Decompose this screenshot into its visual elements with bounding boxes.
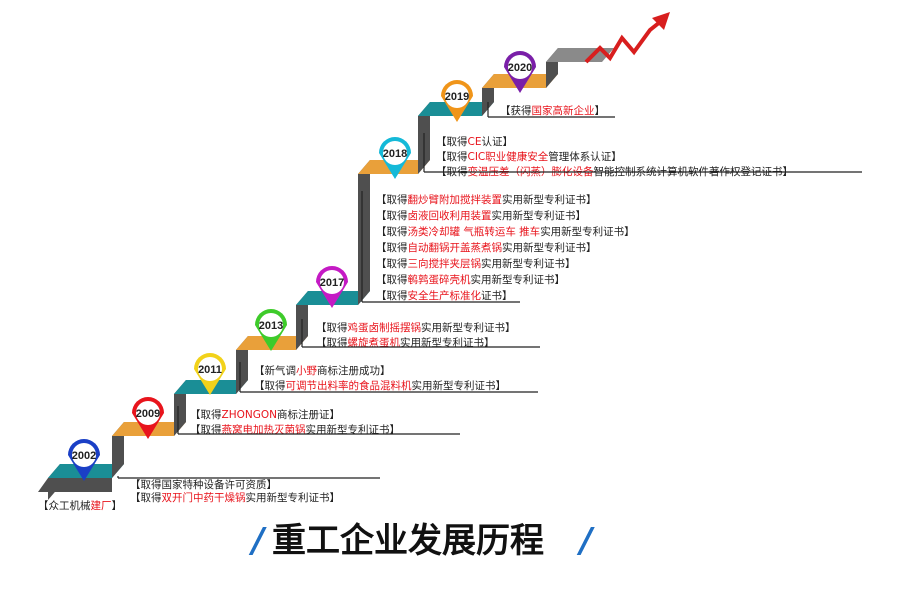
growth-arrow-line (584, 20, 662, 64)
milestone-line: 【取得螺旋煮蛋机实用新型专利证书】 (316, 336, 495, 349)
milestone-line: 【取得安全生产标准化证书】 (376, 289, 513, 302)
stair-riser (236, 336, 248, 394)
pin-inner (259, 313, 283, 337)
year-pin-2020: 2020 (504, 51, 536, 93)
milestone-line: 【取得卤液回收利用装置实用新型专利证书】 (376, 209, 586, 222)
milestone-block-2002: 【取得国家特种设备许可资质】【取得双开门中药干燥锅实用新型专利证书】 (117, 476, 380, 504)
stair-base (38, 478, 112, 492)
milestone-line: 【取得双开门中药干燥锅实用新型专利证书】 (130, 491, 340, 504)
year-label: 2020 (508, 62, 532, 74)
milestone-line: 【取得鹌鹑蛋碎壳机实用新型专利证书】 (376, 273, 565, 286)
milestone-block-2018: 【取得CE认证】【取得CIC职业健康安全管理体系认证】【取得变温压差（闪蒸）膨化… (423, 133, 862, 178)
year-label: 2011 (198, 364, 222, 376)
year-markers: 2002 2009 2011 2013 2017 2018 2019 2020 (68, 51, 536, 481)
pin-inner (383, 141, 407, 165)
year-label: 2013 (259, 320, 283, 332)
founding-note: 【众工机械建厂】 (38, 499, 122, 512)
year-pin-2011: 2011 (194, 353, 226, 395)
milestone-line: 【取得鸡蛋卤制摇摆锅实用新型专利证书】 (316, 321, 516, 334)
stair-riser (358, 160, 370, 305)
pin-inner (508, 55, 532, 79)
page-title-group: / 重工企业发展历程 / (248, 521, 595, 561)
milestone-notes: 【取得国家特种设备许可资质】【取得双开门中药干燥锅实用新型专利证书】 【取得ZHO… (117, 102, 862, 504)
milestone-block-2020: 【获得国家高新企业】 (487, 102, 615, 118)
title-slash-right: / (576, 521, 595, 561)
milestone-block-2013: 【取得鸡蛋卤制摇摆锅实用新型专利证书】【取得螺旋煮蛋机实用新型专利证书】 (301, 319, 540, 349)
milestone-block-2009: 【取得ZHONGON商标注册证】【取得燕窝电加热灭菌锅实用新型专利证书】 (177, 406, 460, 436)
pin-inner (136, 401, 160, 425)
year-pin-2009: 2009 (132, 397, 164, 439)
growth-arrow-head (652, 12, 670, 30)
milestone-line: 【取得国家特种设备许可资质】 (130, 478, 277, 491)
pin-inner (198, 357, 222, 381)
year-label: 2017 (320, 277, 344, 289)
founding-label: 【众工机械建厂】 (38, 499, 122, 512)
milestone-line: 【获得国家高新企业】 (500, 104, 605, 117)
milestone-line: 【新气调小野商标注册成功】 (254, 364, 391, 377)
pin-inner (445, 84, 469, 108)
pin-inner (320, 270, 344, 294)
year-label: 2019 (445, 91, 469, 103)
growth-arrow-icon (584, 12, 670, 64)
year-pin-2019: 2019 (441, 80, 473, 122)
year-pin-2017: 2017 (316, 266, 348, 308)
milestone-line: 【取得CE认证】 (436, 135, 513, 148)
milestone-line: 【取得汤类冷却罐 气瓶转运车 推车实用新型专利证书】 (376, 225, 635, 238)
milestone-block-2011: 【新气调小野商标注册成功】【取得可调节出料率的食品混料机实用新型专利证书】 (239, 362, 538, 393)
year-label: 2009 (136, 408, 160, 420)
title-slash-left: / (248, 521, 267, 561)
pin-inner (72, 443, 96, 467)
milestone-line: 【取得自动翻锅开盖蒸煮锅实用新型专利证书】 (376, 241, 597, 254)
year-pin-2013: 2013 (255, 309, 287, 351)
year-pin-2002: 2002 (68, 439, 100, 481)
milestone-line: 【取得ZHONGON商标注册证】 (190, 408, 340, 421)
milestone-line: 【取得CIC职业健康安全管理体系认证】 (436, 150, 622, 163)
year-label: 2018 (383, 148, 407, 160)
year-label: 2002 (72, 450, 96, 462)
milestone-line: 【取得翻炒臂附加搅拌装置实用新型专利证书】 (376, 193, 597, 206)
year-pin-2018: 2018 (379, 137, 411, 179)
milestone-block-2017: 【取得翻炒臂附加搅拌装置实用新型专利证书】【取得卤液回收利用装置实用新型专利证书… (361, 191, 635, 303)
milestone-line: 【取得三向搅拌夹层锅实用新型专利证书】 (376, 257, 576, 270)
page-title: 重工企业发展历程 (272, 521, 544, 561)
milestone-line: 【取得可调节出料率的食品混料机实用新型专利证书】 (254, 379, 506, 392)
milestone-line: 【取得燕窝电加热灭菌锅实用新型专利证书】 (190, 423, 400, 436)
